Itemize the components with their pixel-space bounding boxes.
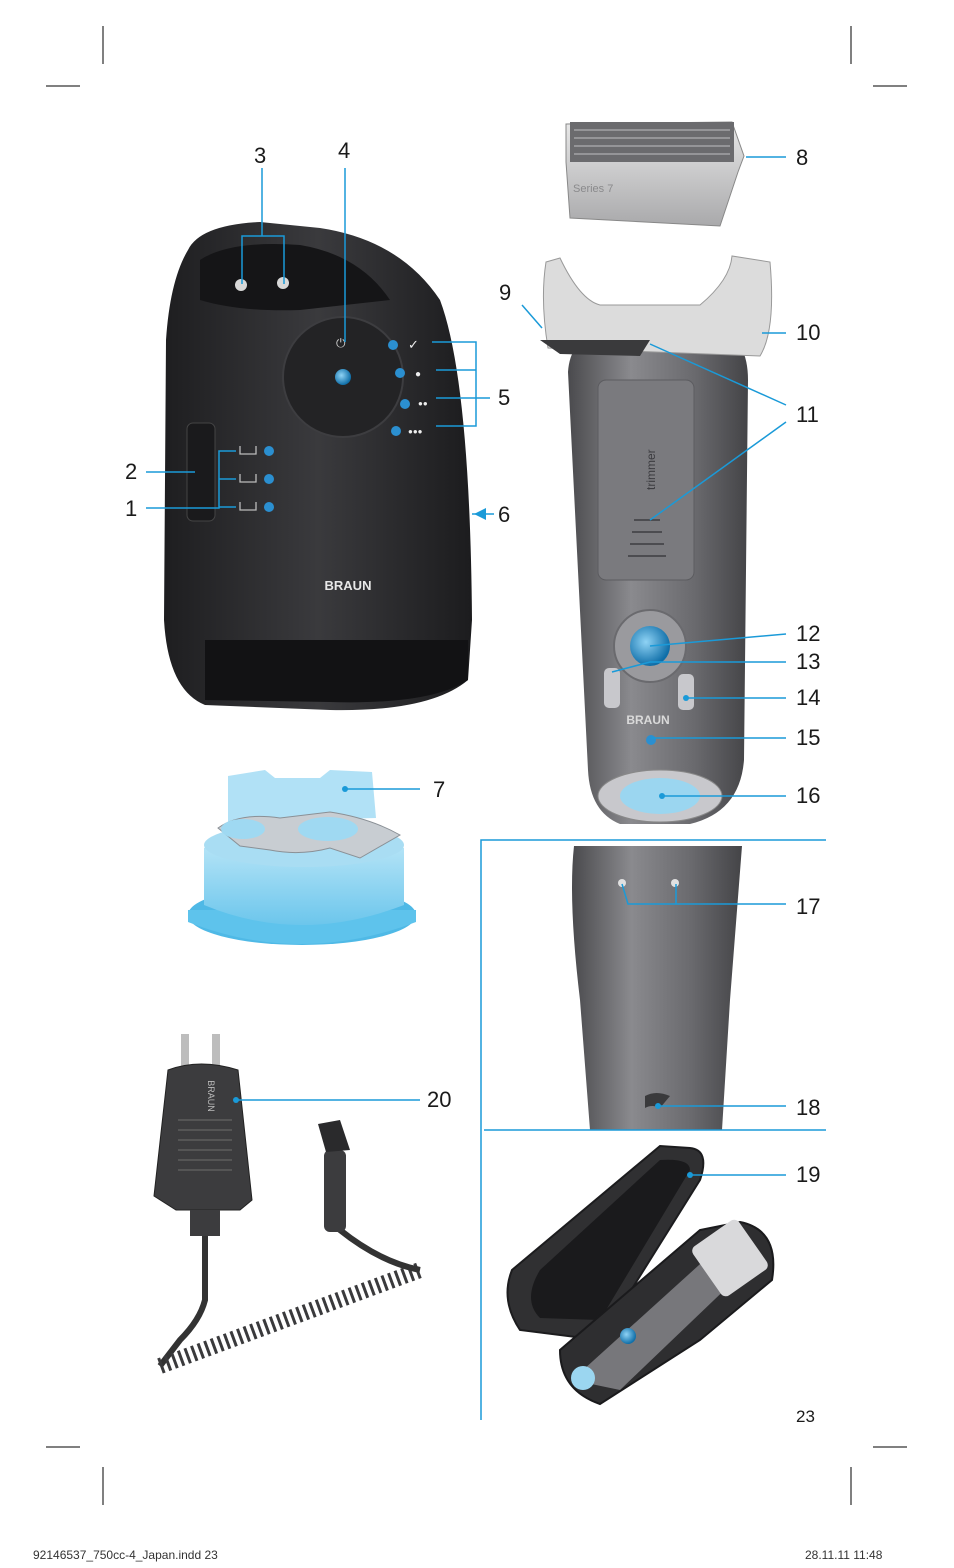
foil-cutter-cassette: Series 7 <box>565 121 745 227</box>
svg-text:●●: ●● <box>418 399 428 408</box>
foil-label: Series 7 <box>573 183 613 195</box>
callout-19: 19 <box>796 1162 821 1187</box>
callout-10: 10 <box>796 320 821 345</box>
plug-logo: BRAUN <box>206 1080 216 1112</box>
callout-5: 5 <box>498 385 511 410</box>
travel-case <box>506 1144 775 1406</box>
svg-text:●: ● <box>415 369 421 380</box>
callout-4: 4 <box>338 138 351 163</box>
callout-3: 3 <box>254 143 267 168</box>
callout-11: 11 <box>796 402 819 427</box>
callout-12: 12 <box>796 621 821 646</box>
callout-1: 1 <box>125 496 138 521</box>
callout-9: 9 <box>499 280 512 305</box>
page-number: 23 <box>796 1407 815 1426</box>
callout-17: 17 <box>796 894 821 919</box>
cleaning-cartridge <box>188 770 416 945</box>
shaver-logo: BRAUN <box>626 713 669 727</box>
station-logo: BRAUN <box>325 578 372 593</box>
shaver-back <box>572 846 742 1130</box>
callout-8: 8 <box>796 145 809 170</box>
crop-marks <box>46 26 907 1505</box>
shaver: trimmer BRAUN <box>540 255 773 824</box>
leader-arrow <box>233 508 693 1178</box>
panel-frame <box>480 839 826 1420</box>
callout-6: 6 <box>498 502 511 527</box>
cleaning-station: ✓ ● ●● ●●● ⏻ BRAUN <box>164 222 472 711</box>
power-plug: BRAUN <box>153 1034 423 1374</box>
footer-right: 28.11.11 11:48 <box>805 1548 883 1562</box>
trimmer-label: trimmer <box>644 449 658 490</box>
callout-7: 7 <box>433 777 446 802</box>
power-button <box>335 369 351 385</box>
footer-left: 92146537_750cc-4_Japan.indd 23 <box>33 1548 218 1562</box>
callout-15: 15 <box>796 725 821 750</box>
callout-2: 2 <box>125 459 138 484</box>
callout-13: 13 <box>796 649 821 674</box>
callout-16: 16 <box>796 783 821 808</box>
svg-text:●●●: ●●● <box>408 427 423 436</box>
callout-20: 20 <box>427 1087 452 1112</box>
callout-14: 14 <box>796 685 821 710</box>
svg-text:✓: ✓ <box>408 338 419 353</box>
callout-18: 18 <box>796 1095 821 1120</box>
svg-text:⏻: ⏻ <box>336 336 346 350</box>
